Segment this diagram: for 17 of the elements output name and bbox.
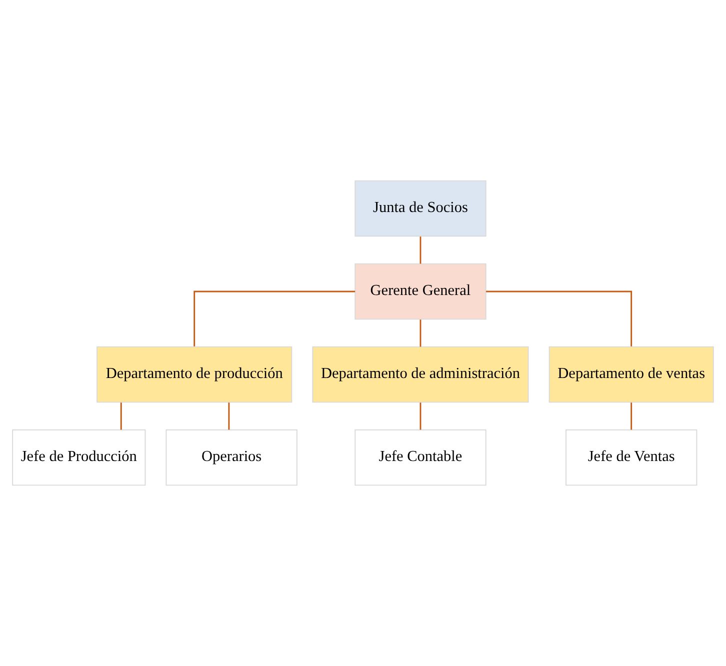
- node-box: Departamento de administración: [312, 346, 529, 403]
- connector: [486, 290, 632, 346]
- node-box: Jefe de Ventas: [566, 429, 698, 486]
- connector: [194, 290, 356, 346]
- node-box: Operarios: [166, 429, 298, 486]
- node-box: Jefe de Producción: [12, 429, 146, 486]
- connector: [420, 236, 422, 264]
- connector: [420, 320, 422, 347]
- node-box: Departamento de ventas: [548, 346, 714, 403]
- connector: [420, 402, 422, 430]
- node-box: Junta de Socios: [354, 180, 486, 237]
- node-box: Gerente General: [354, 263, 486, 320]
- connector: [228, 402, 230, 430]
- node-box: Departamento de producción: [96, 346, 292, 403]
- connector: [120, 402, 122, 430]
- node-box: Jefe Contable: [354, 429, 486, 486]
- connector: [630, 402, 632, 430]
